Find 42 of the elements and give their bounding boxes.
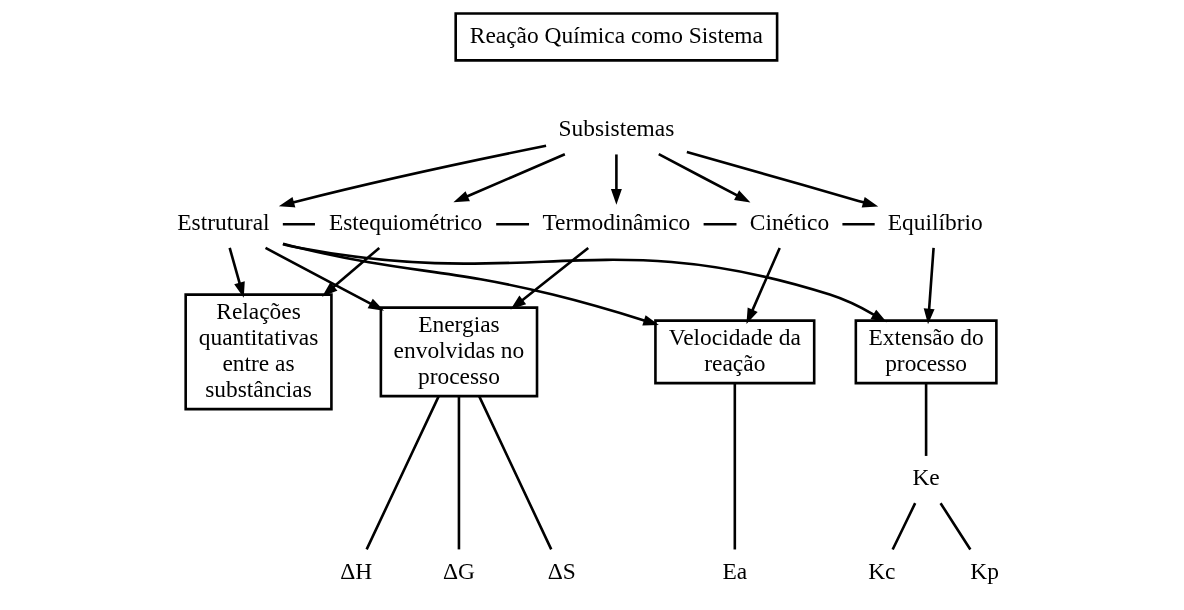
node-text: Ke <box>912 464 940 491</box>
connector <box>457 396 461 550</box>
arrow <box>686 150 879 208</box>
node-text: ΔS <box>547 557 576 584</box>
arrow <box>453 153 566 203</box>
connector <box>891 502 917 551</box>
arrow <box>658 153 751 203</box>
node-text: Estrutural <box>177 209 270 236</box>
connector <box>842 223 875 226</box>
node-box: Extensão do processo <box>854 319 998 385</box>
node-text: ΔG <box>442 557 475 584</box>
node-text: Equilíbrio <box>887 209 983 236</box>
connector <box>733 383 737 550</box>
node-text: ΔH <box>340 557 373 584</box>
node-box: Reação Química como Sistema <box>454 12 779 62</box>
node-text: Ea <box>722 557 748 584</box>
node-text: Kc <box>868 557 896 584</box>
node-box: Energias envolvidas no processo <box>379 306 539 398</box>
arrow <box>282 242 659 326</box>
connector <box>939 502 972 551</box>
node-text: Cinético <box>749 209 830 236</box>
connector <box>924 383 928 456</box>
arrow <box>746 247 781 325</box>
node-text: Subsistemas <box>558 115 675 142</box>
arrow <box>282 242 887 323</box>
arrow <box>264 246 384 311</box>
node-text: Kp <box>970 557 999 584</box>
node-box: Velocidade da reação <box>654 319 816 385</box>
node-text: Estequiométrico <box>328 209 483 236</box>
arrow <box>278 144 547 208</box>
node-text: Termodinâmico <box>542 209 691 236</box>
arrow <box>510 246 590 310</box>
connector <box>282 223 315 226</box>
connector <box>478 395 553 550</box>
arrow <box>228 247 245 298</box>
arrow <box>923 247 935 325</box>
connector <box>703 223 737 226</box>
arrow <box>322 246 381 297</box>
node-box: Relações quantitativas entre as substâncias <box>184 293 333 411</box>
connector <box>496 223 530 226</box>
arrow <box>610 154 622 205</box>
connector <box>365 395 440 550</box>
